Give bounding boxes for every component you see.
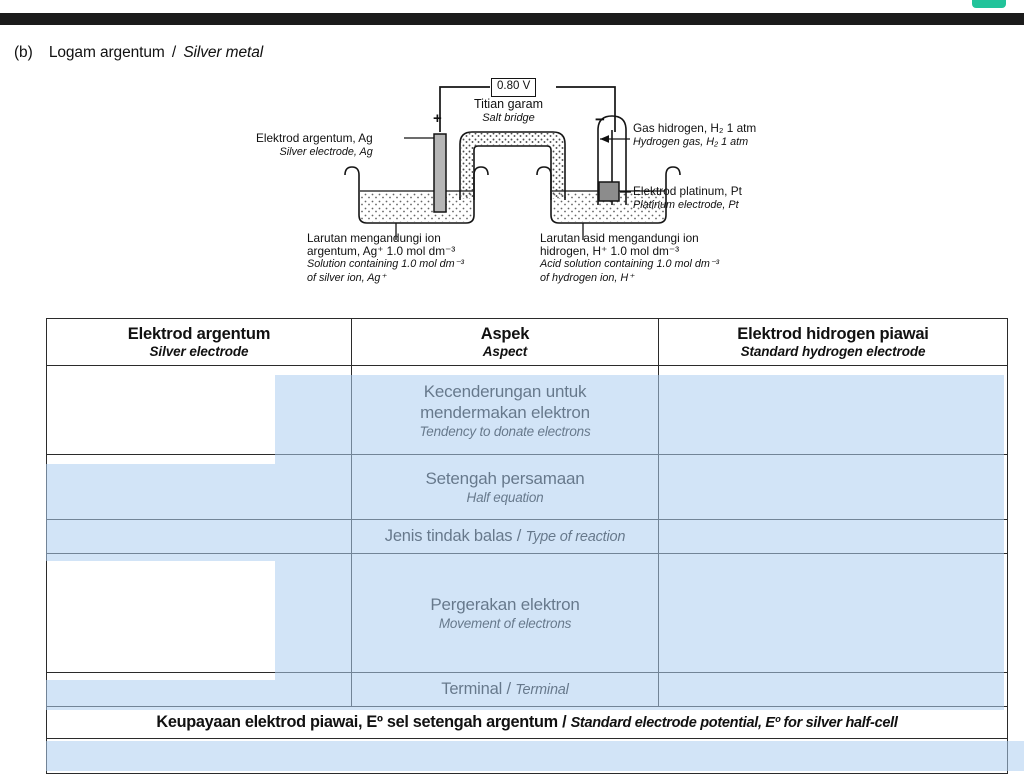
header-cell-hydrogen-electrode: Elektrod hidrogen piawai Standard hydrog… [658,318,1008,366]
left-solution-english-2: of silver ion, Ag⁺ [307,271,387,284]
header-silver-english: Silver electrode [149,344,249,359]
table-header-row: Elektrod argentum Silver electrode Aspek… [46,318,1008,366]
silver-electrode-english: Silver electrode, Ag [279,145,373,158]
answer-cell-right-4[interactable] [658,672,1008,707]
aspect-malay-1: Setengah persamaan [425,469,585,488]
table-row: Kecenderungan untuk mendermakan elektron… [46,365,1008,455]
platinum-electrode-english: Platinum electrode, Pt [633,198,739,211]
platinum-electrode-malay: Elektrod platinum, Pt [633,184,742,198]
footer-note-cell: Keupayaan elektrod piawai, Eº sel seteng… [46,706,1008,739]
aspect-english-3: Movement of electrons [438,616,572,631]
salt-bridge-label: Titian garam Salt bridge [474,97,544,125]
aspect-separator-2: / [516,527,522,545]
left-solution-malay-1: Larutan mengandungi ion [307,231,441,245]
answer-cell-right-2[interactable] [658,519,1008,554]
salt-bridge-malay: Titian garam [474,97,544,111]
table-row: Terminal / Terminal [46,672,1008,707]
table-row [46,738,1008,774]
right-solution-english-2: of hydrogen ion, H⁺ [540,271,634,284]
table-row: Setengah persamaan Half equation [46,454,1008,520]
silver-electrode-label: Elektrod argentum, Ag Silver electrode, … [256,131,373,159]
table-row: Jenis tindak balas / Type of reaction [46,519,1008,554]
header-silver-malay: Elektrod argentum [127,325,271,343]
voltmeter-reading: 0.80 V [491,78,537,97]
table-footer-row: Keupayaan elektrod piawai, Eº sel seteng… [46,706,1008,739]
silver-electrode-malay: Elektrod argentum, Ag [256,131,373,145]
hydrogen-gas-malay: Gas hidrogen, H₂ 1 atm [633,121,757,135]
positive-terminal-sign: + [433,110,442,127]
aspect-english-0: Tendency to donate electrons [419,423,591,439]
aspect-malay-2: Jenis tindak balas [384,527,513,545]
question-separator: / [171,44,177,61]
header-hydrogen-malay: Elektrod hidrogen piawai [737,325,929,343]
aspect-cell-4: Terminal / Terminal [351,672,659,707]
left-solution-label: Larutan mengandungi ion argentum, Ag⁺ 1.… [307,231,464,285]
left-solution-english-1: Solution containing 1.0 mol dm⁻³ [307,258,464,271]
toolbar-bar [0,13,1024,25]
aspect-cell-3: Pergerakan elektron Movement of electron… [351,553,659,673]
header-aspect-malay: Aspek [480,325,530,343]
footer-note-malay: Keupayaan elektrod piawai, Eº sel seteng… [156,713,558,731]
answer-cell-left-4[interactable] [46,672,352,707]
aspect-cell-1: Setengah persamaan Half equation [351,454,659,520]
comparison-table: Elektrod argentum Silver electrode Aspek… [46,318,1008,774]
aspect-malay-3: Pergerakan elektron [430,595,580,614]
left-solution-malay-2: argentum, Ag⁺ 1.0 mol dm⁻³ [307,244,456,259]
question-text-english: Silver metal [183,44,264,61]
question-text-malay: Logam argentum [48,44,165,61]
page-title: (b) Logam argentum / Silver metal [14,44,263,62]
aspect-cell-2: Jenis tindak balas / Type of reaction [351,519,659,554]
answer-cell-right-1[interactable] [658,454,1008,520]
browser-chrome [0,0,1024,25]
right-solution-label: Larutan asid mengandungi ion hidrogen, H… [540,231,720,285]
cell-drawing [344,86,681,240]
aspect-english-2: Type of reaction [525,529,626,545]
aspect-cell-0: Kecenderungan untuk mendermakan elektron… [351,365,659,455]
answer-cell-right-0[interactable] [658,365,1008,455]
header-cell-silver-electrode: Elektrod argentum Silver electrode [46,318,352,366]
answer-cell-left-2[interactable] [46,519,352,554]
aspect-separator-4: / [506,680,511,698]
table-row: Pergerakan elektron Movement of electron… [46,553,1008,673]
platinum-electrode-label: Elektrod platinum, Pt Platinum electrode… [633,184,742,212]
answer-cell-left-3[interactable] [46,553,352,673]
answer-cell-left-1[interactable] [46,454,352,520]
header-cell-aspect: Aspek Aspect [351,318,659,366]
hydrogen-gas-label: Gas hidrogen, H₂ 1 atm Hydrogen gas, H₂ … [633,121,757,149]
negative-terminal-sign: − [595,110,605,129]
hydrogen-gas-english: Hydrogen gas, H₂ 1 atm [633,135,749,148]
right-solution-english-1: Acid solution containing 1.0 mol dm⁻³ [540,258,720,271]
status-badge[interactable] [972,0,1006,8]
aspect-malay-4: Terminal [441,680,503,698]
header-aspect-english: Aspect [482,344,528,359]
answer-cell-left-0[interactable] [46,365,352,455]
footer-answer-cell[interactable] [46,738,1008,774]
answer-cell-right-3[interactable] [658,553,1008,673]
aspect-malay-0b: mendermakan elektron [420,402,590,422]
footer-note-separator: / [562,713,567,731]
question-number: (b) [14,44,33,61]
footer-note-english: Standard electrode potential, Eº for sil… [570,715,898,731]
aspect-english-1: Half equation [466,490,544,505]
aspect-malay-0a: Kecenderungan untuk [423,381,587,401]
electrochemical-cell-diagram: 0.80 V Titian garam Salt bridge + − Elek… [0,60,1024,305]
right-solution-malay-1: Larutan asid mengandungi ion [540,231,699,245]
right-solution-malay-2: hidrogen, H⁺ 1.0 mol dm⁻³ [540,244,679,259]
aspect-english-4: Terminal [515,682,569,698]
header-hydrogen-english: Standard hydrogen electrode [740,344,926,359]
salt-bridge-english: Salt bridge [482,111,535,124]
